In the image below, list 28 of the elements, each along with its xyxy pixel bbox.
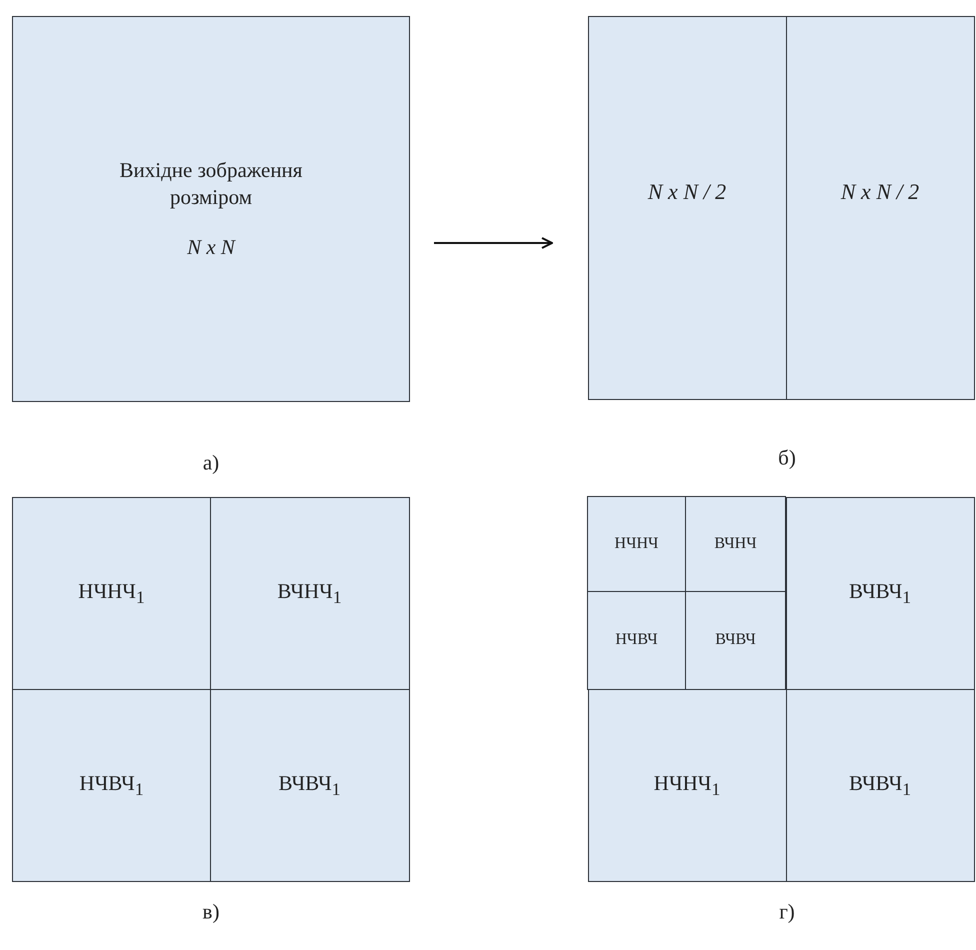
cell-label: ВЧВЧ$_{1}$ [278, 770, 340, 800]
panel-caption: б) [778, 446, 796, 470]
cell-label: N x N / 2 [648, 178, 726, 206]
arrow [434, 237, 553, 249]
cell-label: НЧНЧ$_{1}$ [78, 578, 145, 609]
cell-label: ВЧВЧ$_{1}$ [849, 770, 911, 800]
subband-grid-box [12, 497, 410, 882]
cell-label: ВЧВЧ [715, 630, 756, 650]
subband-cell [685, 591, 786, 690]
subband-cell [587, 591, 686, 690]
subband-cell [587, 496, 686, 593]
cell-label: ВЧНЧ$_{1}$ [277, 578, 342, 609]
subband-cell [685, 496, 786, 593]
cell-label: ВЧВЧ$_{1}$ [849, 578, 911, 609]
panel-caption: в) [202, 900, 220, 924]
subband-grid-box [588, 496, 786, 690]
cell-label: Вихідне зображення розміром [118, 157, 304, 212]
panel-caption: а) [202, 450, 220, 476]
subband-cell [210, 688, 410, 882]
cell-label: НЧНЧ$_{1}$ [654, 770, 720, 800]
cell-label: НЧВЧ$_{1}$ [79, 770, 144, 800]
size-label: N x N [187, 234, 235, 261]
cell-label: НЧВЧ [615, 630, 658, 650]
cell-label: ВЧНЧ [714, 534, 757, 554]
cell-label: НЧНЧ [614, 534, 658, 554]
source-image-box [12, 16, 410, 402]
cell-label: N x N / 2 [840, 178, 920, 206]
panel-caption: г) [779, 900, 795, 924]
